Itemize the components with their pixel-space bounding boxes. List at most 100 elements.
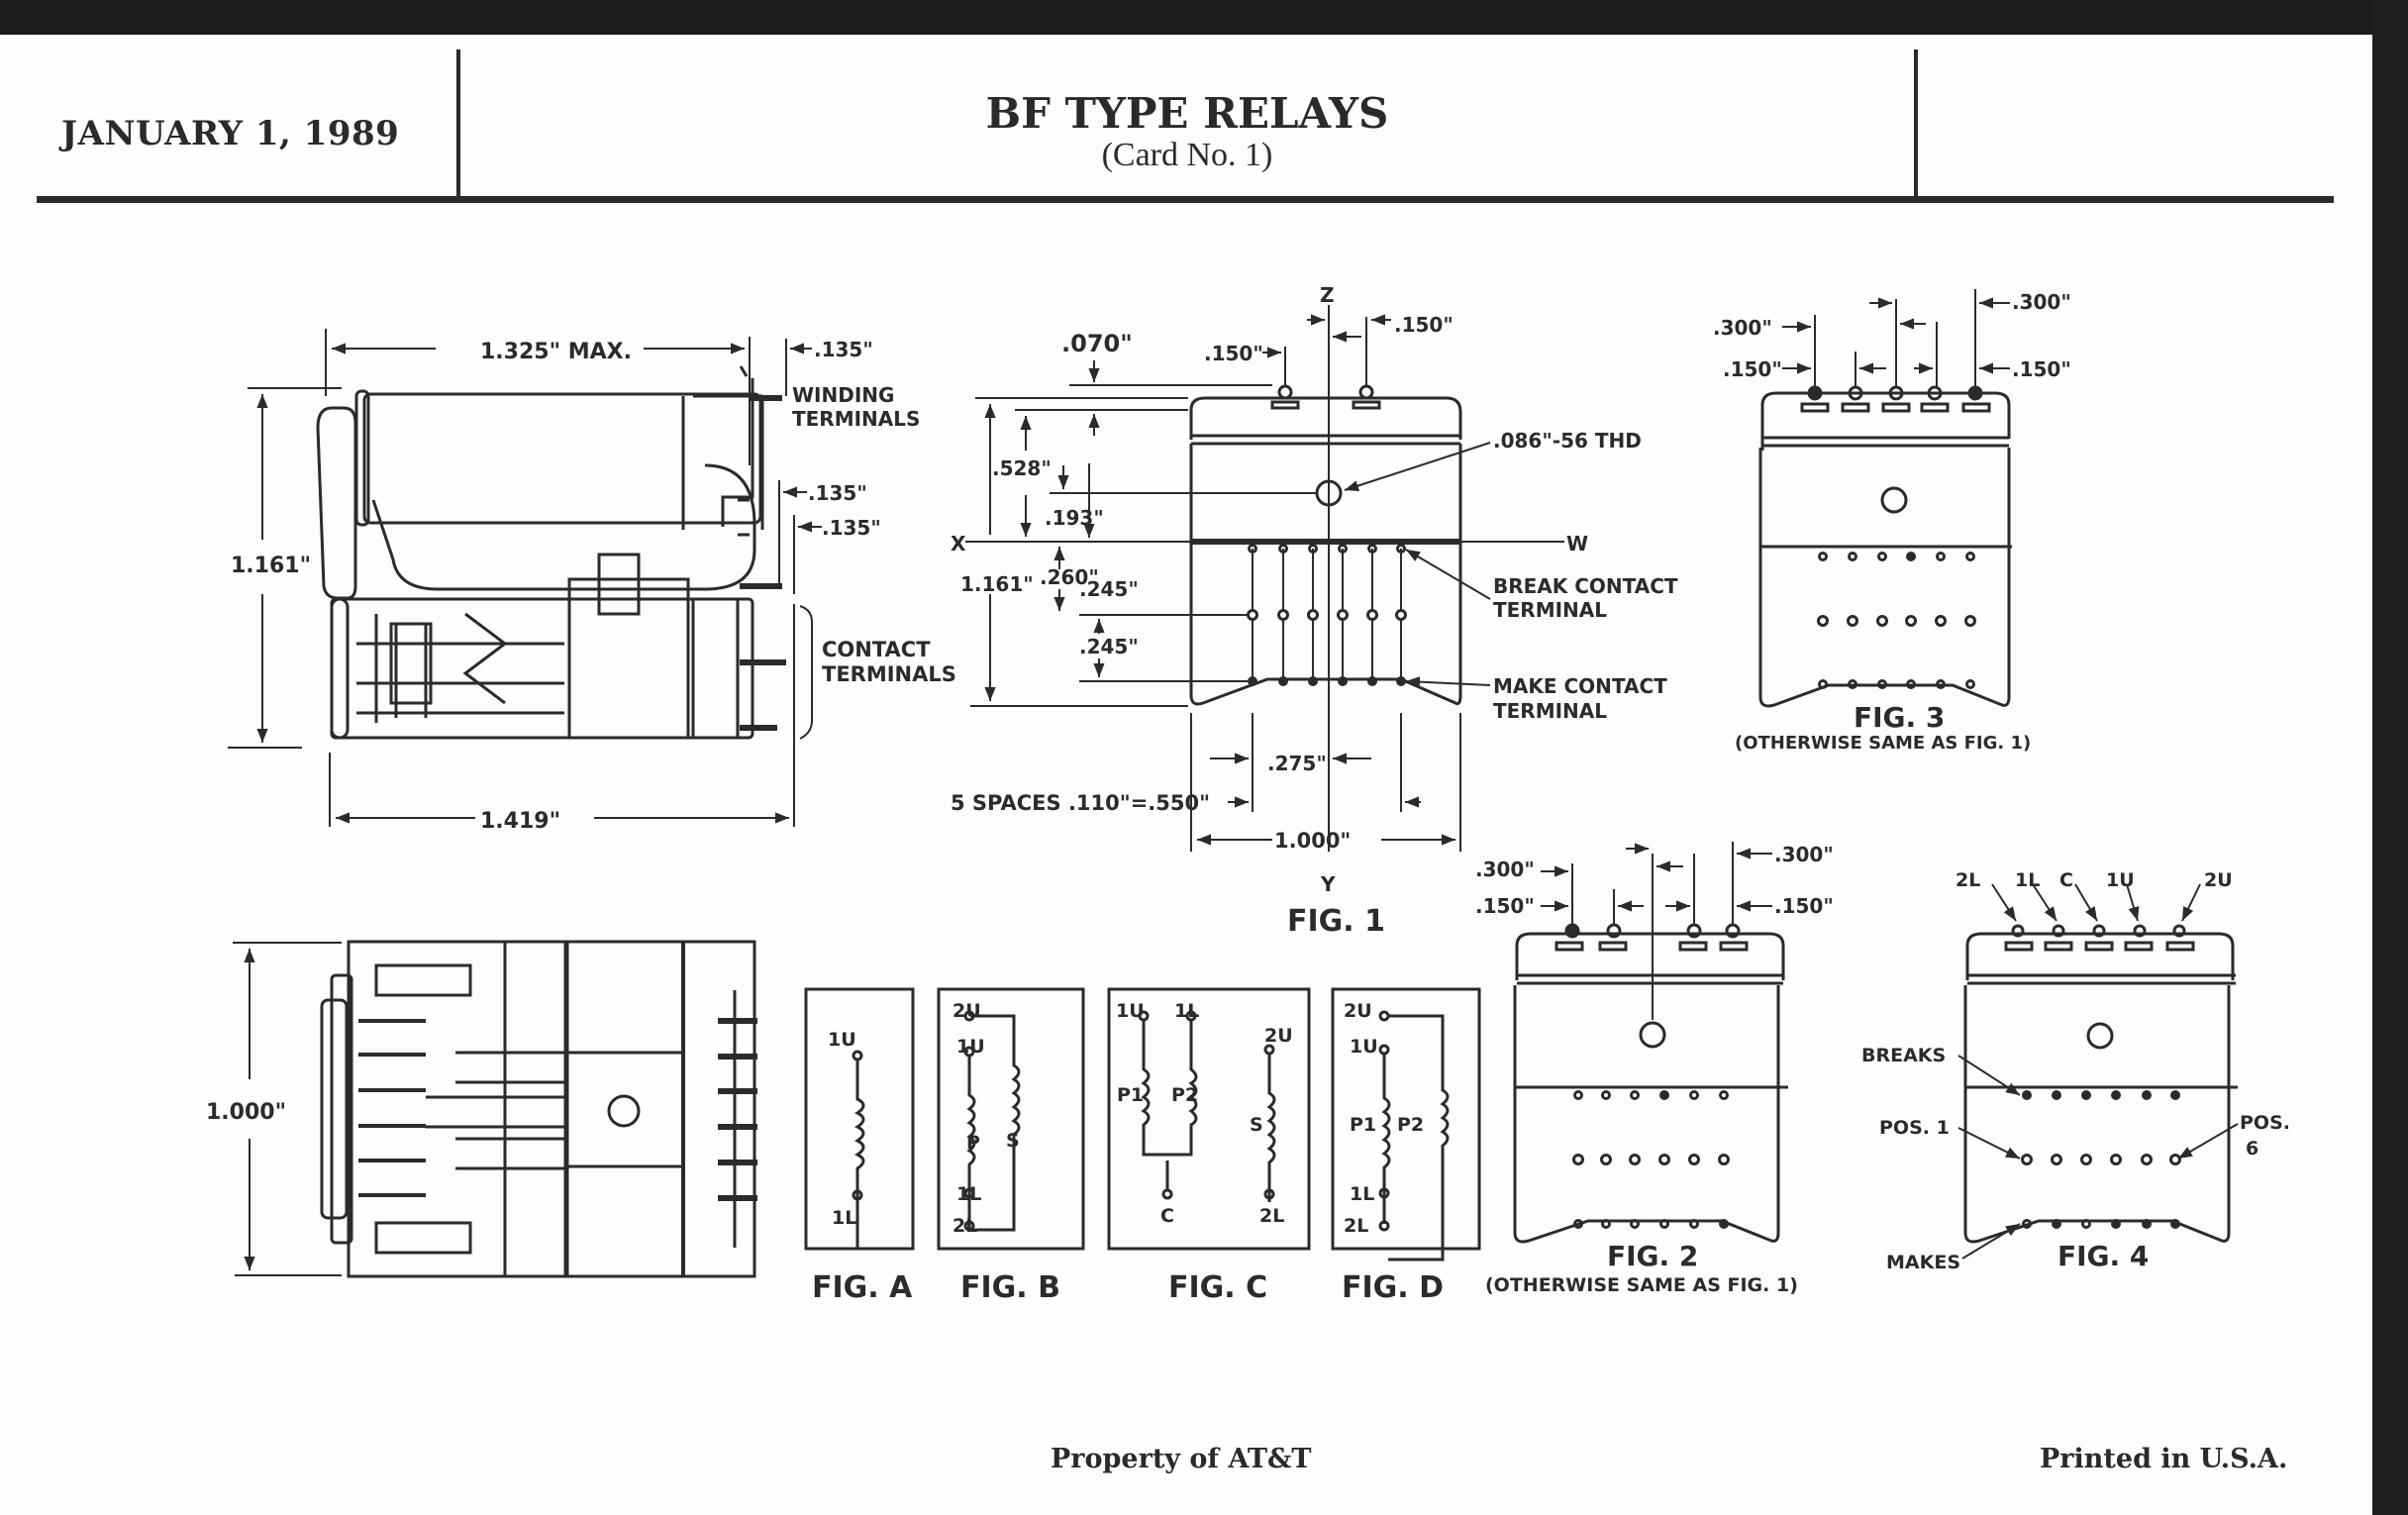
schematic-labels: 1U 1L 2U 1U P S 1L 2L 1U 1L 2U P1 P2 S C… [828,1000,1424,1237]
footer-printed: Printed in U.S.A. [2040,1444,2288,1474]
fig1-axis-x: X [951,532,966,556]
fig-b-label-2l: 2L [953,1215,977,1237]
fig1-break-contact-2: TERMINAL [1493,598,1607,622]
side-view [228,329,822,827]
fig1-caption: FIG. 1 [1287,904,1385,939]
fig4-labels: 2L 1L C 1U 2U BREAKS POS. 1 POS. 6 MAKES [1861,869,2290,1273]
fig-c-label-1u: 1U [1116,1000,1145,1022]
fig4-terminal-2l: 2L [1956,869,1980,891]
fig2-note: (OTHERWISE SAME AS FIG. 1) [1485,1274,1798,1296]
winding-terminals-label-1: WINDING [792,383,894,407]
fig1-dim-260: .260" [1040,565,1099,589]
fig1-dim-275: .275" [1267,752,1327,775]
fig-b-label-1l: 1L [956,1183,981,1205]
contact-terminals-label-2: TERMINALS [822,662,956,686]
fig4-drawing [1957,883,2239,1260]
card-sheet [0,35,2372,1515]
fig3-note: (OTHERWISE SAME AS FIG. 1) [1735,733,2031,754]
fig1-make-contact-2: TERMINAL [1493,699,1607,723]
fig1-dim-193: .193" [1045,506,1104,530]
fig-c-frame [1107,987,1311,1251]
page-title: BF TYPE RELAYS [985,89,1389,138]
fig4-terminal-1u: 1U [2106,869,2135,891]
header-rule [37,196,2334,203]
fig1-break-contact-1: BREAK CONTACT [1493,574,1678,598]
fig-d-label-2l: 2L [1344,1215,1368,1237]
fig4-terminal-c: C [2059,869,2073,891]
fig-b-frame [937,987,1085,1251]
fig1-dim-1000: 1.000" [1274,829,1351,853]
fig-c-label-2l: 2L [1259,1205,1284,1227]
fig-d-label-2u: 2U [1344,1000,1372,1022]
dim-height: 1.161" [231,554,311,578]
fig-c-label-p2: P2 [1171,1084,1198,1106]
fig-c-label-p1: P1 [1117,1084,1144,1106]
fig-b-label-s: S [1006,1130,1020,1152]
fig1-thread-callout: .086"-56 THD [1493,429,1642,453]
fig4-makes-label: MAKES [1886,1252,1960,1273]
fig-a-caption: FIG. A [812,1270,913,1305]
fig1-dim-150-right: .150" [1394,313,1454,337]
fig4-terminals [2004,924,2195,952]
fig-c-label-s: S [1250,1114,1263,1136]
fig3-drawing [1758,289,2012,708]
fig-c-label-2u: 2U [1264,1025,1293,1047]
fig-d-label-p1: P1 [1350,1114,1376,1136]
fig-d-caption: FIG. D [1342,1270,1444,1305]
winding-terminals-label-2: TERMINALS [792,407,920,431]
fig4-contacts [2021,1090,2181,1229]
dim-mid-offset-2: .135" [822,516,881,540]
fig1-dim-1161: 1.161" [960,572,1034,596]
fig4-pos6-label-2: 6 [2246,1138,2258,1160]
fig3-contacts [1817,552,1976,689]
fig1-drawing [965,305,1564,852]
contact-terminals-label-1: CONTACT [822,638,931,661]
fig1-dim-245-b: .245" [1079,635,1139,658]
fig2-drawing [1513,842,1788,1244]
fig1-spaces-note: 5 SPACES .110"=.550" [951,791,1210,815]
fig2-dim-left-150: .150" [1475,894,1535,918]
fig2-caption: FIG. 2 [1607,1240,1698,1272]
fig2-dim-right-150: .150" [1774,894,1834,918]
fig-c-label-c: C [1160,1205,1174,1227]
schematic-captions: FIG. A FIG. B FIG. C FIG. D [812,1270,1444,1305]
fig-c-caption: FIG. C [1168,1270,1267,1305]
header-title-block: BF TYPE RELAYS (Card No. 1) [458,0,1916,198]
fig1-contact-columns [1247,544,1407,686]
fig2-contacts [1572,1090,1730,1229]
fig3-terminals [1800,385,1991,413]
fig4-breaks-label: BREAKS [1861,1045,1946,1066]
scan-border-top [0,0,2408,35]
fig-b-caption: FIG. B [960,1270,1060,1305]
fig-a-label-bottom: 1L [832,1207,856,1229]
fig-d-label-1l: 1L [1350,1183,1374,1205]
fig1-axis-w: W [1566,532,1588,556]
fig1-axis-y: Y [1320,872,1336,896]
dim-length-max: 1.325" MAX. [480,340,632,364]
fig1-dim-070: .070" [1061,330,1133,357]
fig1-dim-150-left: .150" [1204,342,1263,365]
footer-property: Property of AT&T [1051,1444,1312,1474]
header-date: JANUARY 1, 1989 [61,114,400,153]
fig4-terminal-2u: 2U [2204,869,2233,891]
top-view [233,940,757,1278]
fig1-dim-245-a: .245" [1079,577,1139,601]
fig-a-label-top: 1U [828,1029,856,1051]
dim-top-offset: .135" [814,338,873,361]
fig2-dim-left-300: .300" [1475,858,1535,881]
scan-border-right [2372,0,2408,1515]
fig4-pos6-label-1: POS. [2240,1112,2290,1134]
fig3-caption: FIG. 3 [1854,701,1945,734]
fig2-dim-right-300: .300" [1774,843,1834,866]
fig-d-label-p2: P2 [1397,1114,1424,1136]
fig1-dim-528: .528" [992,456,1052,480]
schematic-figs [804,987,1481,1262]
header-divider-left [456,50,460,200]
fig-a-frame [804,987,915,1251]
fig4-terminal-1l: 1L [2015,869,2040,891]
terminal-pins [358,990,757,1248]
fig-d-frame [1331,987,1481,1251]
fig-b-label-2u: 2U [953,1000,981,1022]
fig1-make-contact-1: MAKE CONTACT [1493,674,1667,698]
